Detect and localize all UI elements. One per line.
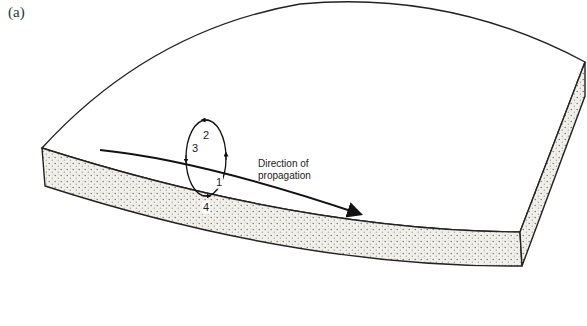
slab-front-face <box>42 148 522 266</box>
callout-number: 4 <box>202 201 210 214</box>
callout-number: 3 <box>191 142 199 155</box>
propagation-arrow <box>100 150 360 214</box>
orbit-arrow <box>203 196 209 197</box>
direction-label: Direction of propagation <box>258 158 336 181</box>
slab-end-face <box>520 62 585 266</box>
orbit-arrow <box>226 154 227 160</box>
figure-tag: (a) <box>8 4 25 21</box>
orbit-arrow <box>186 155 187 161</box>
callout-number: 2 <box>202 129 210 142</box>
particle-orbit <box>186 120 226 196</box>
orbit-arrow <box>203 120 209 121</box>
callout-number: 1 <box>215 176 223 189</box>
